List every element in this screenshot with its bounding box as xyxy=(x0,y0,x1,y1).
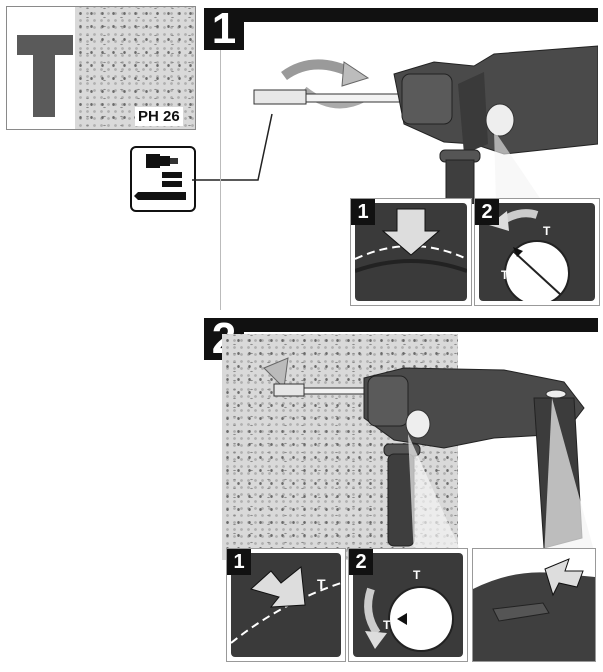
step1-detail-1: 1 xyxy=(350,198,472,306)
step1-header-bar xyxy=(234,8,598,22)
tool-mode-icon xyxy=(130,146,196,212)
step2-detail-3 xyxy=(472,548,596,662)
step1-detail-1-panel xyxy=(354,203,468,301)
step1-number-badge: 1 xyxy=(204,4,244,53)
step2-detail-1: T 1 xyxy=(226,548,346,662)
step2-header-bar xyxy=(234,318,598,332)
rotary-hammer-icon xyxy=(253,45,598,204)
step2-dial-mark-2: T xyxy=(413,568,421,582)
connector-line xyxy=(192,113,273,181)
step1-dial-mark-2: T xyxy=(543,224,551,238)
step1-detail-1-badge: 1 xyxy=(351,199,375,225)
step2-detail-1-badge: 1 xyxy=(227,549,251,575)
step2-detail-2-panel: T T xyxy=(353,553,463,657)
step2-dial-mark-1: T xyxy=(317,576,326,592)
step1-frame-line xyxy=(220,50,221,310)
material-panel: PH 26 xyxy=(6,6,196,130)
step2-detail-2-badge: 2 xyxy=(349,549,373,575)
step1-detail-2: T T 2 xyxy=(474,198,600,306)
step1-dial-mark-1: T xyxy=(501,268,509,282)
step1-section: 1 1 xyxy=(204,4,600,310)
concrete-swatch xyxy=(75,7,195,129)
step2-dial-mark-3: T xyxy=(383,618,391,632)
material-code-label: PH 26 xyxy=(135,107,183,126)
step2-detail-2: T T 2 xyxy=(348,548,468,662)
rotate-arrow-icon-2 xyxy=(364,587,381,636)
press-arrow-icon-2 xyxy=(249,566,306,608)
chisel-bit-icon xyxy=(263,357,375,397)
step1-detail-2-badge: 2 xyxy=(475,199,499,225)
press-arrow-icon-3 xyxy=(544,558,584,597)
tool-letter-icon xyxy=(15,31,75,121)
press-arrow-icon xyxy=(354,208,468,273)
step2-section: 2 T 1 xyxy=(204,314,598,668)
rotary-hammer-icon-2 xyxy=(263,357,596,558)
